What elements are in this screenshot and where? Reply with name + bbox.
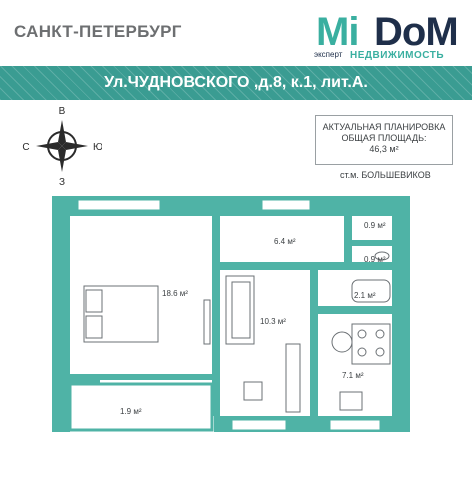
shelf-icon: [285, 343, 301, 413]
compass-south: З: [59, 177, 65, 186]
stove-icon: [351, 323, 391, 365]
walls: [52, 196, 410, 432]
banner-pattern: [0, 66, 472, 100]
window: [77, 199, 161, 211]
room-area-closet1: 0.9 м²: [364, 221, 386, 230]
midom-logo: Mi DoM эксперт НЕДВИЖИМОСТЬ: [314, 10, 464, 62]
address-banner: [0, 66, 472, 100]
info-line-area-label: ОБЩАЯ ПЛОЩАДЬ:: [341, 133, 427, 143]
sofa-icon: [225, 275, 255, 345]
washer-icon: [331, 331, 353, 353]
room-area-bedroom: 18.6 м²: [162, 289, 188, 298]
logo-dom: DoM: [374, 10, 459, 54]
city-label: САНКТ-ПЕТЕРБУРГ: [14, 22, 182, 41]
info-box: АКТУАЛЬНАЯ ПЛАНИРОВКА ОБЩАЯ ПЛОЩАДЬ: 46,…: [315, 115, 453, 165]
logo-mi: Mi: [316, 10, 359, 54]
compass-north: В: [59, 106, 66, 117]
info-line-plan: АКТУАЛЬНАЯ ПЛАНИРОВКА: [322, 122, 446, 132]
compass-east: Ю: [93, 142, 102, 153]
room-area-hall: 6.4 м²: [274, 237, 296, 246]
address-title: Ул.ЧУДНОВСКОГО ,д.8, к.1, лит.А.: [104, 74, 368, 91]
window: [261, 199, 311, 211]
logo-subtitle-expert: эксперт: [314, 50, 343, 59]
room-area-kitchen: 7.1 м²: [342, 371, 364, 380]
room-area-bath: 2.1 м²: [354, 291, 376, 300]
compass-icon: В С Ю З: [22, 106, 102, 186]
chair-icon: [243, 381, 263, 401]
window: [329, 419, 381, 431]
room-area-closet2: 0.9 м²: [364, 255, 386, 264]
window: [231, 419, 287, 431]
room-area-balcony: 1.9 м²: [120, 407, 142, 416]
balcony-outline: [68, 382, 214, 432]
metro-station: ст.м. БОЛЬШЕВИКОВ: [340, 170, 431, 180]
compass-west: С: [22, 142, 29, 153]
kitchen-table-icon: [339, 391, 363, 411]
wardrobe-icon: [203, 299, 211, 345]
room-area-room2: 10.3 м²: [260, 317, 286, 326]
bed-icon: [83, 285, 159, 343]
logo-subtitle-realty: НЕДВИЖИМОСТЬ: [350, 50, 445, 61]
bathtub-icon: [351, 279, 391, 303]
toilet-icon: [374, 251, 390, 261]
info-line-area-value: 46,3 м²: [369, 144, 399, 154]
